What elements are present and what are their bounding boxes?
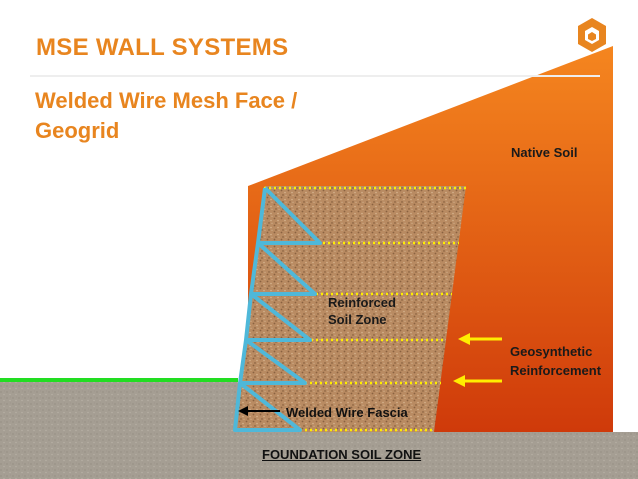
fascia-arrow [238,406,280,416]
wire-face-panel [238,338,307,385]
foundation-label: FOUNDATION SOIL ZONE [262,447,422,462]
arrow-upper-head [458,333,470,345]
page-title: MSE WALL SYSTEMS [36,34,289,61]
geosynthetic-arrows [453,333,502,387]
native-soil-label: Native Soil [511,145,578,160]
reinforced-zone-label: Reinforced Soil Zone [328,295,396,327]
wire-face-panel [249,241,317,296]
welded-wire-face [233,186,322,432]
geosynthetic-label: Geosynthetic Reinforcement [510,344,602,378]
reinforced-soil-region [235,186,466,432]
hexagon-logo-icon [578,18,606,52]
foundation-soil-region [226,432,638,479]
wire-face-panel [256,186,322,245]
wire-face-panel [233,381,302,432]
arrow-lower-head [453,375,465,387]
title-divider [30,75,600,77]
geogrid-layers [235,186,466,432]
page-subtitle: Welded Wire Mesh Face / Geogrid [35,88,298,143]
wire-face-panel [244,292,312,342]
welded-wire-fascia-label: Welded Wire Fascia [286,405,408,420]
finished-grade-label: Finished Grade [20,359,115,374]
finished-grade-ground [0,381,238,479]
